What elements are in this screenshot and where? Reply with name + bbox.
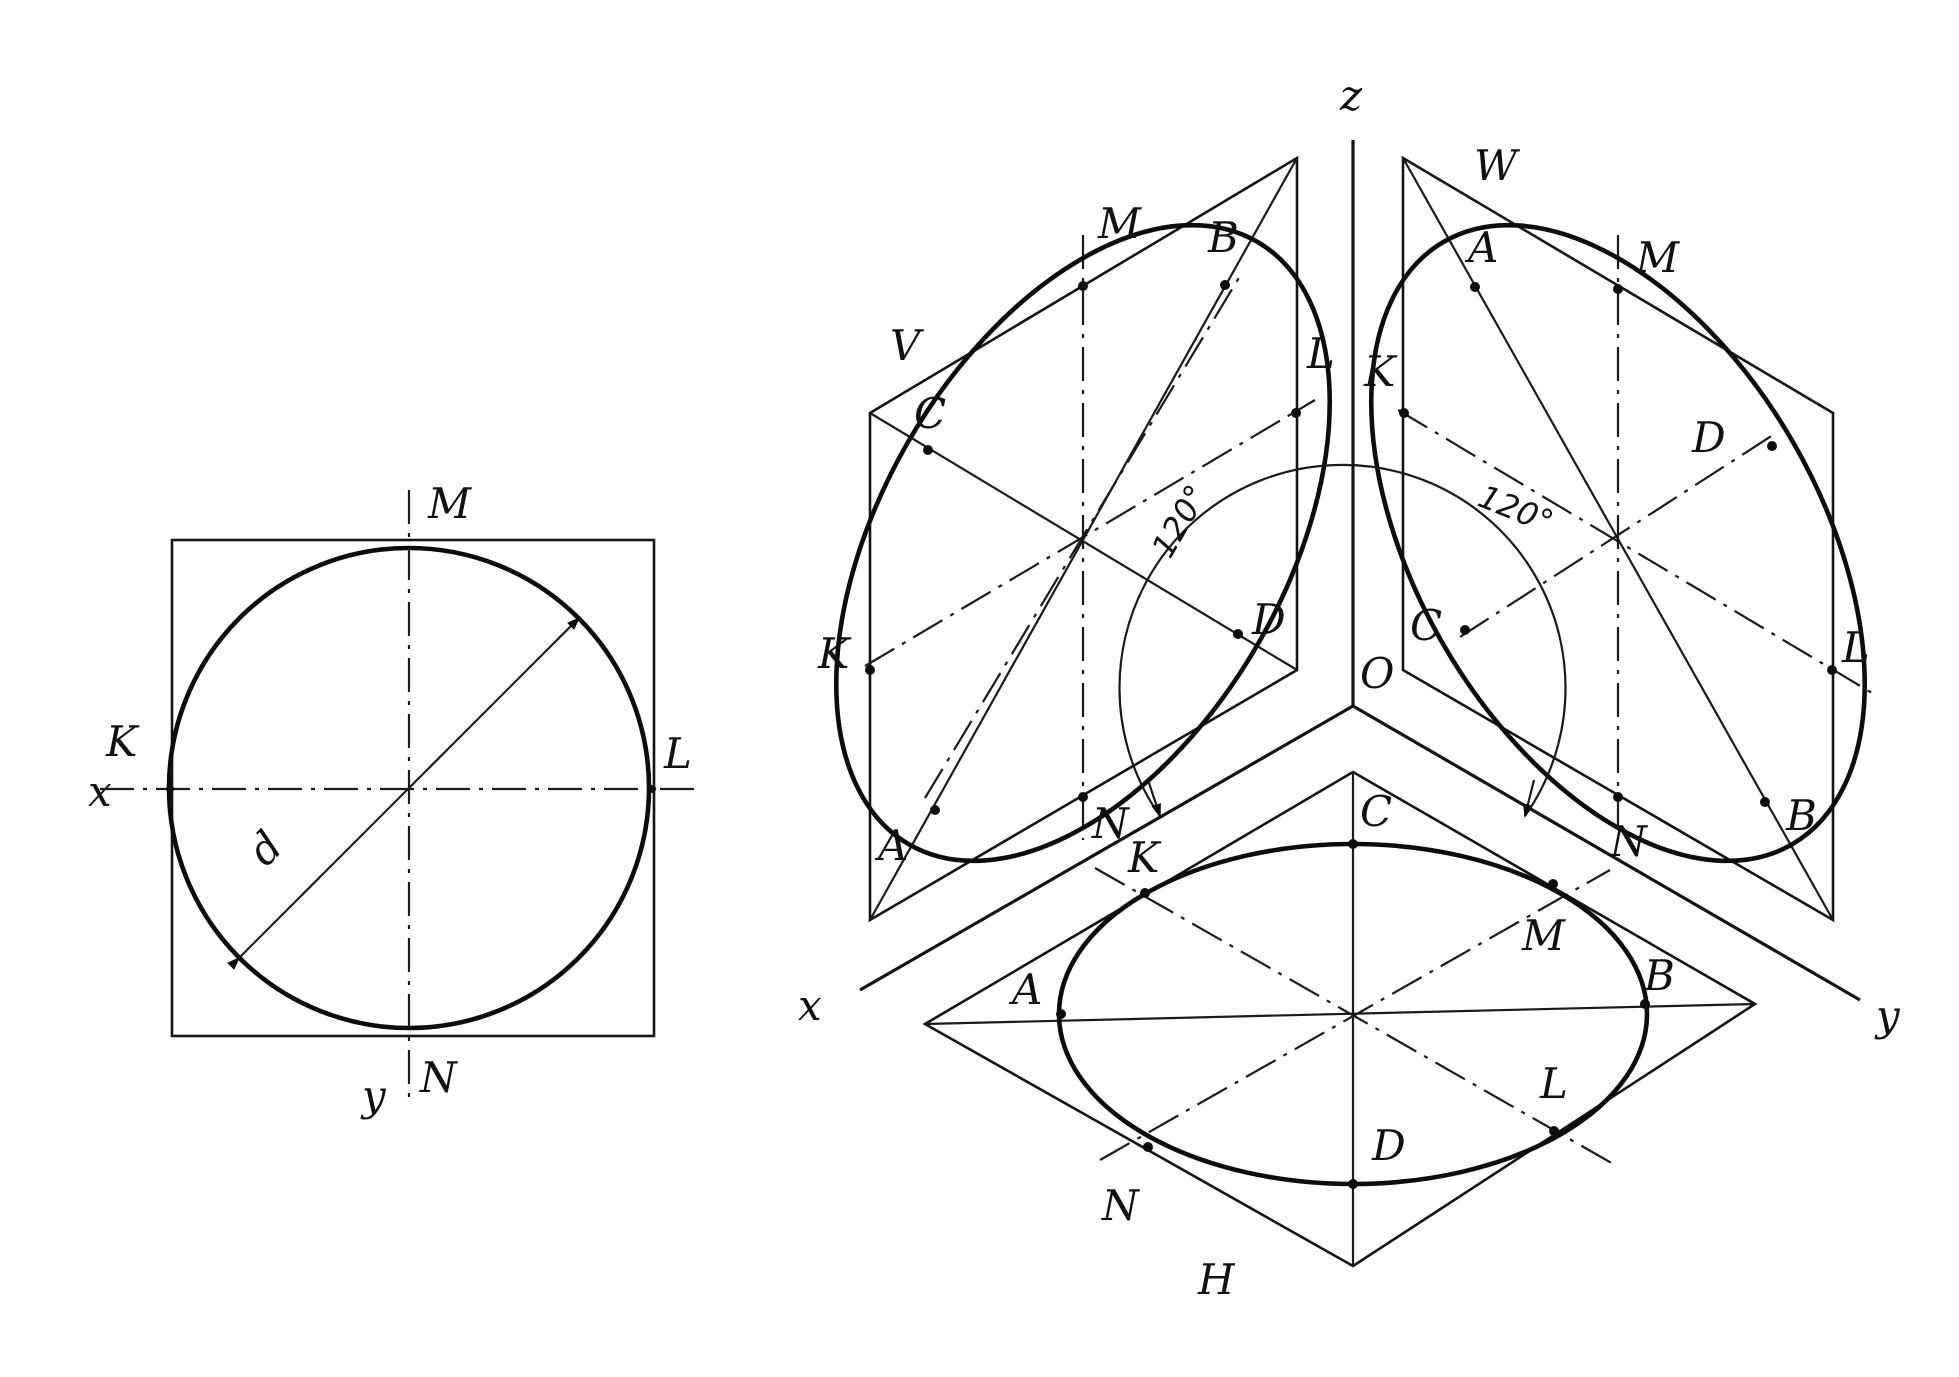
plane-V-point-L <box>1291 408 1301 418</box>
plane-H-label: H <box>1197 1255 1236 1304</box>
plane-H-label-N: N <box>1101 1181 1140 1230</box>
plane-W-label-N: N <box>1609 817 1648 866</box>
plane-W-major-axis <box>1459 432 1777 638</box>
plane-V-label-N: N <box>1091 799 1130 848</box>
plane-W-point-C <box>1460 625 1470 635</box>
plane-V-point-A <box>930 805 940 815</box>
plane-W-label: W <box>1474 141 1521 190</box>
plane-H-point-M <box>1548 879 1558 889</box>
plane-W-point-D <box>1767 441 1777 451</box>
plane-H-point-K <box>1140 888 1150 898</box>
iso-label-origin: O <box>1360 649 1394 698</box>
plane-H-point-C <box>1348 839 1358 849</box>
plane-V-point-M <box>1078 281 1088 291</box>
iso-label-angle-left: 120° <box>1144 478 1215 564</box>
plane-W-label-A: A <box>1464 223 1498 272</box>
plane-H-point-N <box>1143 1142 1153 1152</box>
point-L <box>648 785 656 793</box>
plane-W-label-K: K <box>1363 347 1398 396</box>
isometric-view: V M B L C K D A N W <box>798 71 1901 1304</box>
plane-W-label-L: L <box>1841 623 1870 672</box>
plane-H-axis-x <box>1099 869 1611 1161</box>
label-N: N <box>419 1053 458 1102</box>
plane-V-label: V <box>890 321 924 370</box>
plane-V-point-K <box>865 665 875 675</box>
plane-W-axis-oblique <box>1397 409 1873 694</box>
plane-V-label-K: K <box>817 629 852 678</box>
iso-axis-y <box>1352 704 1861 1002</box>
plane-H: C K M A B L D N H <box>922 770 1758 1304</box>
plane-V-point-C <box>923 445 933 455</box>
plane-V-label-L: L <box>1306 329 1335 378</box>
plane-H-label-D: D <box>1371 1121 1406 1170</box>
plane-W-label-D: D <box>1691 413 1726 462</box>
label-K: K <box>105 717 140 766</box>
label-axis-y: y <box>360 1071 387 1120</box>
plane-H-label-C: C <box>1360 787 1392 836</box>
plane-V-point-N <box>1078 792 1088 802</box>
plane-V-axis-oblique <box>864 399 1316 667</box>
plane-V-label-D: D <box>1251 595 1286 644</box>
plane-H-axis-y <box>1094 867 1616 1166</box>
plane-W-point-N <box>1613 792 1623 802</box>
plane-V-ellipse <box>833 222 1333 864</box>
plane-W-point-A <box>1470 282 1480 292</box>
plane-V-label-B: B <box>1207 213 1239 262</box>
iso-label-angle-right: 120° <box>1473 477 1559 541</box>
plane-V-label-C: C <box>914 389 946 438</box>
plane-H-label-M: M <box>1521 911 1566 960</box>
plane-V-label-A: A <box>874 821 908 870</box>
plane-H-point-A <box>1056 1009 1066 1019</box>
plane-H-diagonal-horizontal <box>924 1002 1756 1026</box>
plane-H-label-L: L <box>1539 1059 1568 1108</box>
plane-V-point-D <box>1233 629 1243 639</box>
plane-W-label-M: M <box>1635 233 1680 282</box>
plane-H-label-A: A <box>1008 965 1042 1014</box>
plane-H-point-D <box>1348 1179 1358 1189</box>
plane-W-point-B <box>1760 797 1770 807</box>
label-L: L <box>663 729 692 778</box>
label-axis-x: x <box>88 767 112 816</box>
plane-V-point-B <box>1220 280 1230 290</box>
plane-V-major-axis <box>924 275 1241 799</box>
angle-arc <box>1118 463 1567 817</box>
diameter-line <box>226 616 581 971</box>
plane-V: V M B L C K D A N <box>817 155 1335 923</box>
iso-label-x: x <box>798 981 822 1030</box>
label-M: M <box>427 479 472 528</box>
iso-label-z: z <box>1339 71 1363 120</box>
plane-W-point-M <box>1613 284 1623 294</box>
plane-H-point-L <box>1549 1126 1559 1136</box>
plane-V-label-M: M <box>1097 199 1142 248</box>
point-K <box>166 785 174 793</box>
plane-W-ellipse <box>1368 222 1868 864</box>
plane-H-point-B <box>1640 999 1650 1009</box>
plane-W-point-K <box>1399 408 1409 418</box>
angle-arc-arrow-right <box>1523 779 1536 818</box>
plane-H-label-K: K <box>1127 833 1162 882</box>
angle-arc-arrow-left <box>1146 779 1162 818</box>
plane-W: W A M K D C L N B <box>1363 141 1873 923</box>
iso-label-y: y <box>1874 991 1901 1040</box>
plane-W-label-B: B <box>1785 791 1817 840</box>
orthographic-view: x K L M N y d <box>88 479 700 1120</box>
plane-H-label-B: B <box>1643 951 1675 1000</box>
plane-W-label-C: C <box>1410 601 1442 650</box>
label-diameter: d <box>238 821 292 875</box>
iso-axis-x <box>859 704 1354 992</box>
plane-W-point-L <box>1827 665 1837 675</box>
